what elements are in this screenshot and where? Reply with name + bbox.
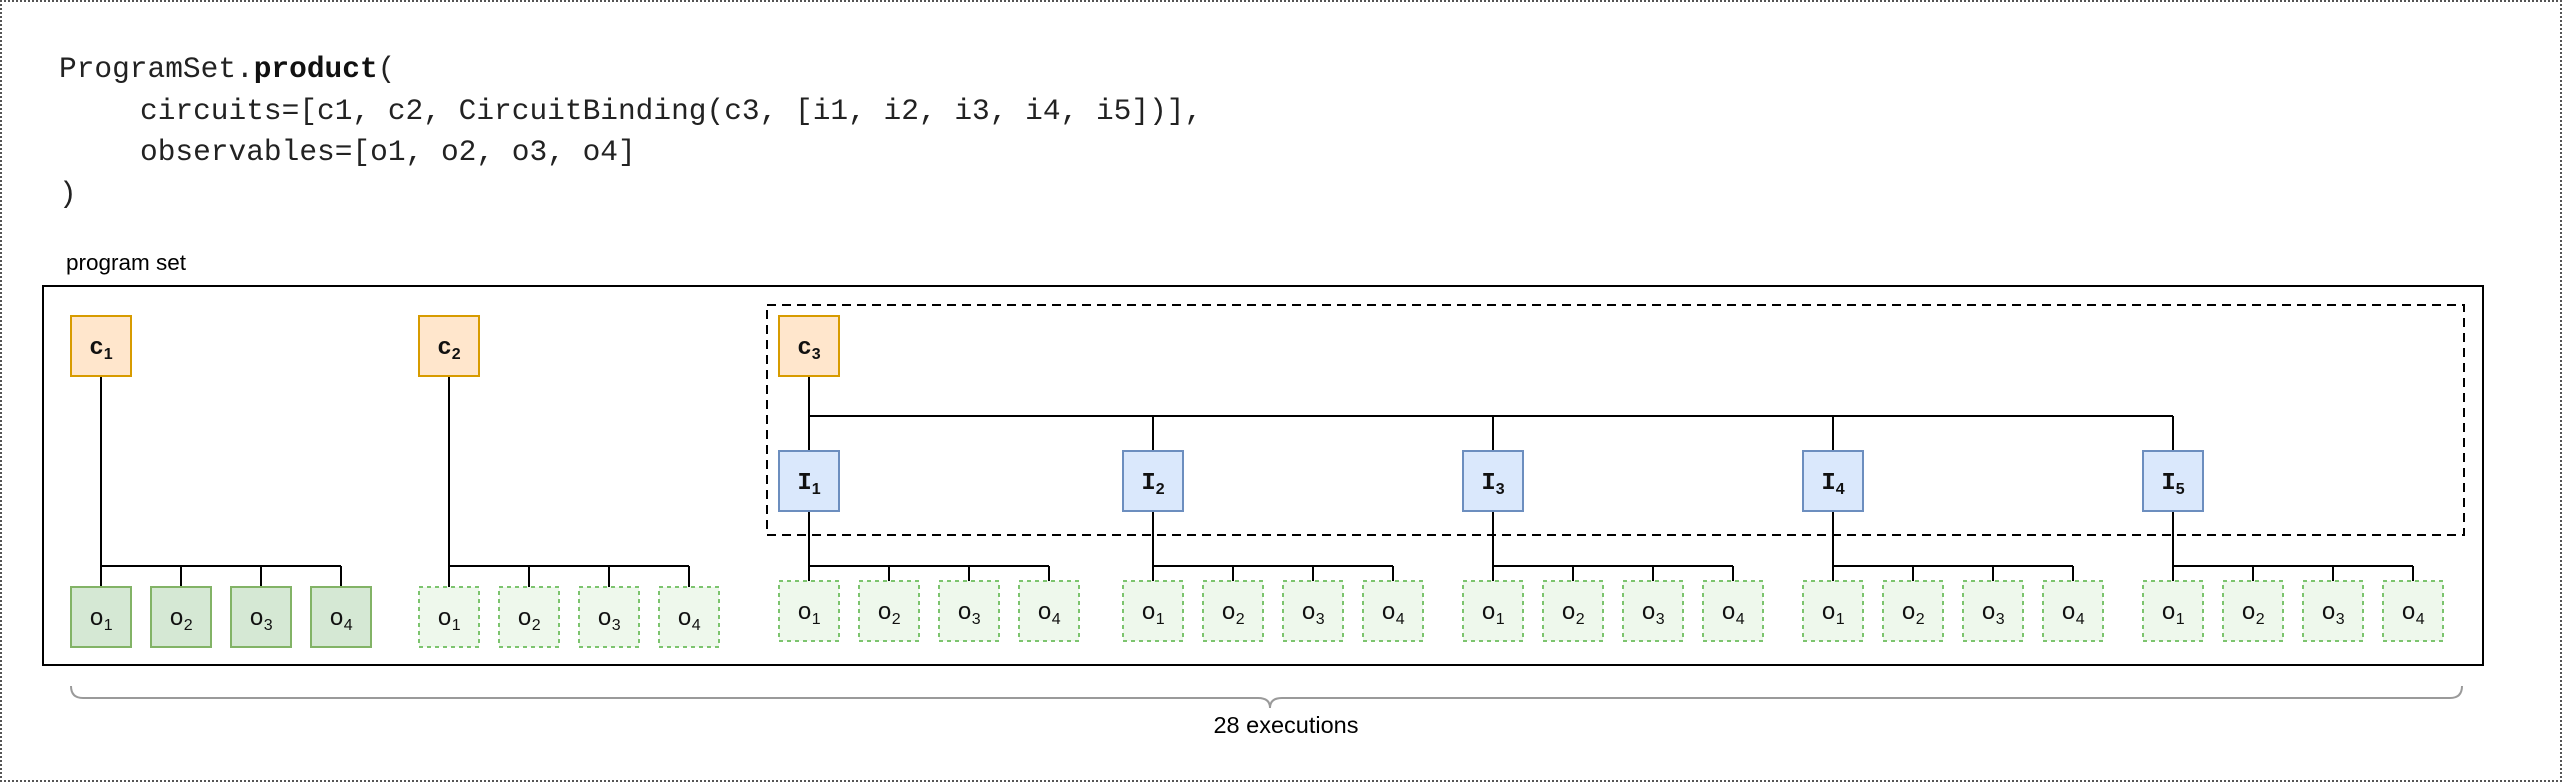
observable-o3: o3 [230,586,292,648]
connector-lines [100,377,2414,587]
svg-text:o3: o3 [597,606,620,634]
observable-o3: o3 [1282,580,1344,642]
svg-text:o4: o4 [677,606,700,634]
svg-text:o2: o2 [169,606,192,634]
observable-o4: o4 [1362,580,1424,642]
code-line-4: ) [59,176,77,211]
svg-text:o4: o4 [1037,600,1060,628]
svg-text:I5: I5 [2161,470,2184,498]
observable-o4: o4 [1018,580,1080,642]
svg-text:o1: o1 [89,606,112,634]
observable-o1: o1 [70,586,132,648]
observable-o4: o4 [658,586,720,648]
observable-o3: o3 [578,586,640,648]
observable-o2: o2 [1542,580,1604,642]
circuit-c3: c3 [778,315,840,377]
svg-text:o4: o4 [1721,600,1744,628]
svg-text:o1: o1 [1481,600,1504,628]
observable-o1: o1 [2142,580,2204,642]
svg-text:o3: o3 [2321,600,2344,628]
nodes: o1 o2 o3 o4 c1 o1 o2 o3 o4 c2 o1 o2 o3 o4 I1 o1 o2 o3 o4 I2… [70,315,2444,648]
svg-text:o3: o3 [1981,600,2004,628]
svg-text:o1: o1 [1821,600,1844,628]
svg-text:o1: o1 [437,606,460,634]
observable-o3: o3 [1622,580,1684,642]
observable-o3: o3 [938,580,1000,642]
svg-text:o1: o1 [797,600,820,628]
observable-o2: o2 [1202,580,1264,642]
code-line-1: ProgramSet.product( [59,52,396,86]
observable-o2: o2 [150,586,212,648]
program-set-label: program set [66,250,187,275]
svg-text:o2: o2 [1221,600,1244,628]
observable-o1: o1 [418,586,480,648]
svg-text:I4: I4 [1821,470,1844,498]
observable-o4: o4 [2042,580,2104,642]
observable-o4: o4 [1702,580,1764,642]
observable-o2: o2 [1882,580,1944,642]
svg-text:o1: o1 [2161,600,2184,628]
svg-text:I2: I2 [1141,470,1164,498]
svg-text:o4: o4 [2061,600,2084,628]
observable-o4: o4 [2382,580,2444,642]
observable-o2: o2 [2222,580,2284,642]
observable-o1: o1 [1462,580,1524,642]
svg-text:o3: o3 [249,606,272,634]
code-line-2: circuits=[c1, c2, CircuitBinding(c3, [i1… [140,93,1203,128]
svg-text:o2: o2 [877,600,900,628]
input-i3: I3 [1462,450,1524,512]
svg-text:I1: I1 [797,470,820,498]
svg-text:o2: o2 [1901,600,1924,628]
observable-o1: o1 [778,580,840,642]
svg-text:o2: o2 [2241,600,2264,628]
input-i4: I4 [1802,450,1864,512]
code-snippet: ProgramSet.product( circuits=[c1, c2, Ci… [59,49,1202,215]
svg-text:c1: c1 [89,335,112,363]
circuit-c2: c2 [418,315,480,377]
executions-brace [70,685,2463,709]
observable-o1: o1 [1122,580,1184,642]
circuit-binding-box [766,304,2465,536]
observable-o2: o2 [498,586,560,648]
observable-o3: o3 [1962,580,2024,642]
svg-text:o2: o2 [1561,600,1584,628]
svg-text:c2: c2 [437,335,460,363]
executions-label: 28 executions [1213,712,1359,738]
circuit-c1: c1 [70,315,132,377]
svg-text:o1: o1 [1141,600,1164,628]
input-i2: I2 [1122,450,1184,512]
observable-o4: o4 [310,586,372,648]
program-set-box [42,285,2484,666]
svg-text:o3: o3 [1301,600,1324,628]
svg-text:o4: o4 [329,606,352,634]
svg-text:I3: I3 [1481,470,1504,498]
svg-text:o4: o4 [1381,600,1404,628]
svg-text:o4: o4 [2401,600,2424,628]
observable-o1: o1 [1802,580,1864,642]
input-i1: I1 [778,450,840,512]
svg-text:o3: o3 [1641,600,1664,628]
svg-text:o2: o2 [517,606,540,634]
code-line-3: observables=[o1, o2, o3, o4] [140,135,636,169]
observable-o3: o3 [2302,580,2364,642]
observable-o2: o2 [858,580,920,642]
input-i5: I5 [2142,450,2204,512]
svg-text:c3: c3 [797,335,820,363]
svg-text:o3: o3 [957,600,980,628]
